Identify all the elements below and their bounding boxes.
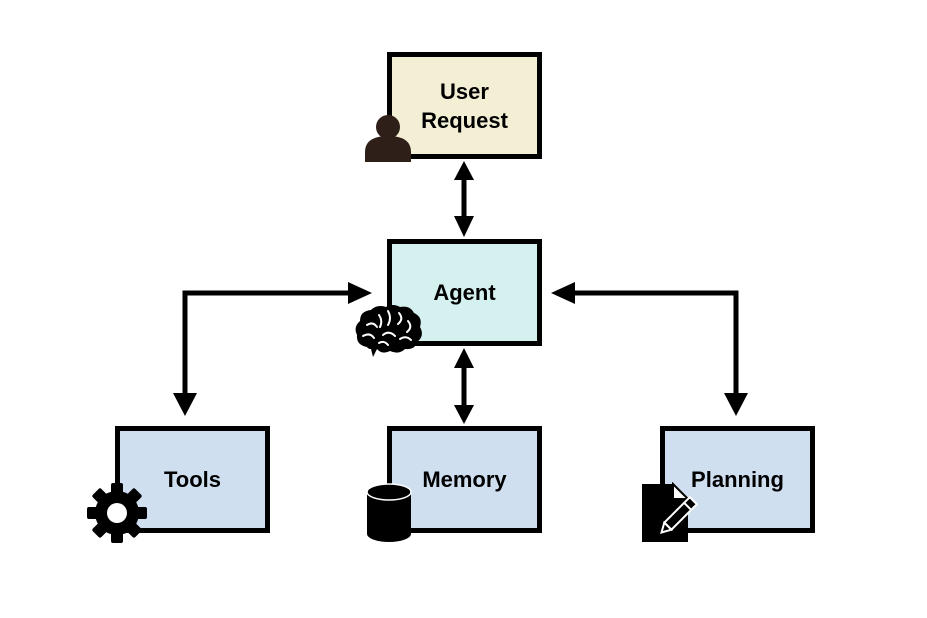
- document-pencil-icon: [642, 482, 699, 542]
- arrowhead-up: [454, 161, 474, 180]
- arrowhead-down: [724, 393, 748, 416]
- arrowhead-down: [173, 393, 197, 416]
- arrowhead-right: [348, 282, 372, 304]
- edge-agent-tools: [182, 290, 350, 395]
- tools-label: Tools: [163, 467, 222, 492]
- user-request-label-line1: User: [440, 78, 489, 104]
- arrowhead-left: [551, 282, 575, 304]
- memory-label: Memory: [422, 467, 507, 492]
- planning-label: Planning: [691, 467, 784, 492]
- database-icon: [366, 483, 412, 542]
- user-request-label: User Request: [421, 77, 508, 135]
- person-icon: [365, 115, 411, 162]
- user-request-node: User Request: [387, 52, 542, 159]
- brain-icon: [355, 305, 422, 357]
- gear-icon: [87, 483, 147, 543]
- arrowhead-down: [454, 216, 474, 237]
- user-request-label-line2: Request: [421, 107, 508, 133]
- edge-agent-planning: [575, 290, 739, 395]
- agent-label: Agent: [433, 280, 496, 305]
- memory-node: Memory: [387, 426, 542, 533]
- arrowhead-down: [454, 405, 474, 424]
- arrowhead-up: [454, 348, 474, 368]
